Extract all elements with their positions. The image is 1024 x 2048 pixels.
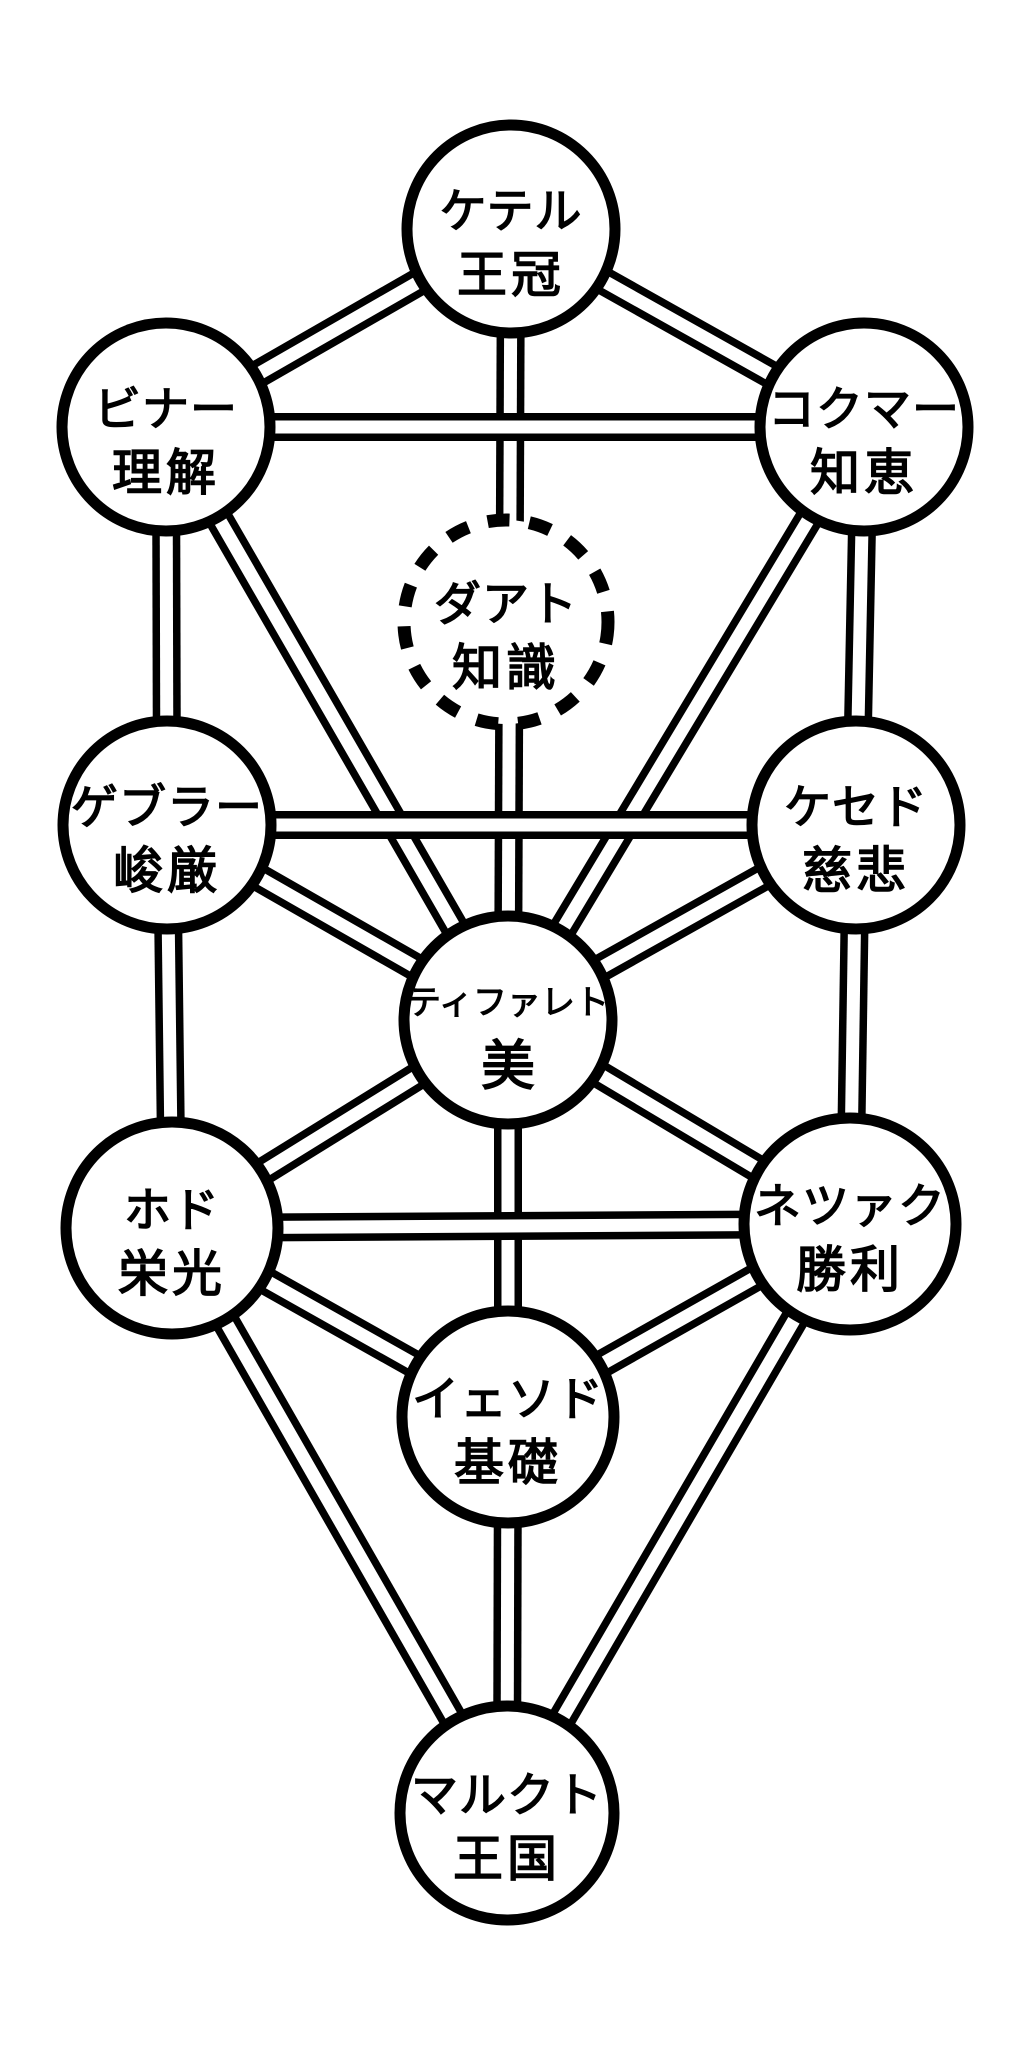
path-chokmah-tiferet	[495, 419, 877, 1028]
sephira-name-yesod: イェソド	[412, 1373, 604, 1428]
path-core	[502, 423, 870, 1024]
sephira-title-daat: 知識	[452, 639, 560, 697]
sephira-circle-chokmah	[754, 317, 974, 537]
sephira-name-keter: ケテル	[439, 185, 582, 240]
path-core	[160, 423, 514, 1024]
sephira-circle-yesod	[396, 1305, 620, 1529]
sephira-title-malkuth: 王国	[453, 1830, 561, 1888]
sephira-name-daat: ダアト	[434, 578, 578, 633]
path-netzach-malkuth	[494, 1216, 863, 1821]
path-core	[171, 1217, 851, 1235]
sephira-title-yesod: 基礎	[454, 1434, 562, 1492]
sephira-circle-daat	[397, 513, 615, 731]
sephira-circle-binah	[56, 317, 276, 537]
sephira-circle-gevurah	[57, 715, 277, 935]
sephira-title-chesed: 慈悲	[802, 842, 910, 900]
sephira-name-gevurah: ゲブラー	[71, 781, 263, 836]
sephira-title-binah: 理解	[112, 444, 220, 502]
sephira-title-tiferet: 美	[481, 1035, 535, 1098]
sephira-circle-netzach	[738, 1112, 962, 1336]
sephira-name-tiferet: ティファレト	[407, 983, 609, 1023]
sephira-name-malkuth: マルクト	[411, 1769, 603, 1824]
path-core	[501, 1220, 856, 1817]
sephira-title-hod: 栄光	[118, 1245, 226, 1303]
sephira-title-keter: 王冠	[457, 246, 565, 304]
sephira-name-chokmah: コクマー	[768, 383, 960, 438]
sephira-circle-chesed	[746, 715, 966, 935]
path-binah-tiferet	[153, 420, 521, 1027]
sephira-title-netzach: 勝利	[796, 1241, 904, 1299]
path-hod-netzach	[171, 1210, 851, 1242]
sephira-title-chokmah: 知恵	[810, 444, 918, 502]
sephira-circle-tiferet	[398, 910, 618, 1130]
sephira-name-chesed: ケセド	[784, 781, 928, 836]
sephira-circle-hod	[60, 1116, 284, 1340]
sephira-circle-keter	[401, 119, 621, 339]
sephira-circle-malkuth	[394, 1700, 620, 1926]
sephira-name-hod: ホド	[124, 1184, 220, 1239]
sephira-name-netzach: ネツァク	[754, 1180, 946, 1235]
sephira-name-binah: ビナー	[94, 383, 238, 438]
sephira-title-gevurah: 峻厳	[113, 842, 221, 900]
